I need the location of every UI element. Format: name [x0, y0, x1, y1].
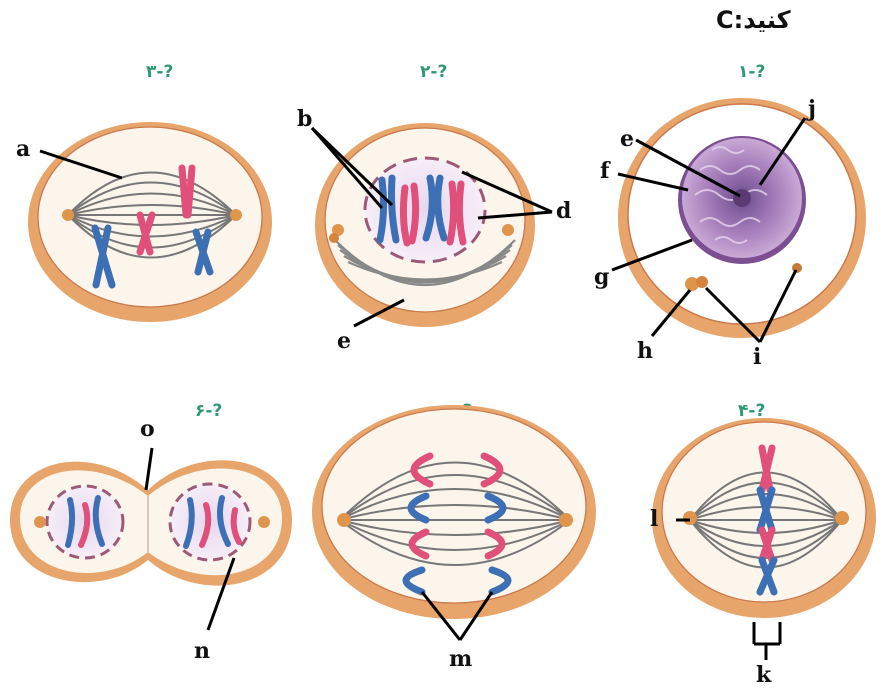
label-f: f [600, 160, 609, 182]
cell-2 [315, 123, 535, 327]
label-l: l [650, 508, 658, 530]
label-e-cell2: e [337, 330, 351, 352]
cell-1 [618, 98, 866, 338]
cell-3 [28, 122, 272, 322]
cell-4 [652, 418, 876, 618]
label-k: k [756, 664, 771, 686]
label-i: i [753, 346, 761, 368]
label-b: b [297, 108, 312, 130]
label-m: m [449, 648, 472, 670]
label-h: h [637, 340, 653, 362]
label-e-cell1: e [620, 128, 634, 150]
cell-6 [10, 460, 292, 585]
label-j: j [808, 98, 816, 120]
label-a: a [16, 138, 30, 160]
label-n: n [194, 640, 210, 662]
label-g: g [594, 266, 609, 288]
cell-5 [312, 405, 596, 619]
label-o: o [140, 418, 155, 440]
nucleolus [733, 189, 751, 207]
label-d: d [556, 200, 571, 222]
